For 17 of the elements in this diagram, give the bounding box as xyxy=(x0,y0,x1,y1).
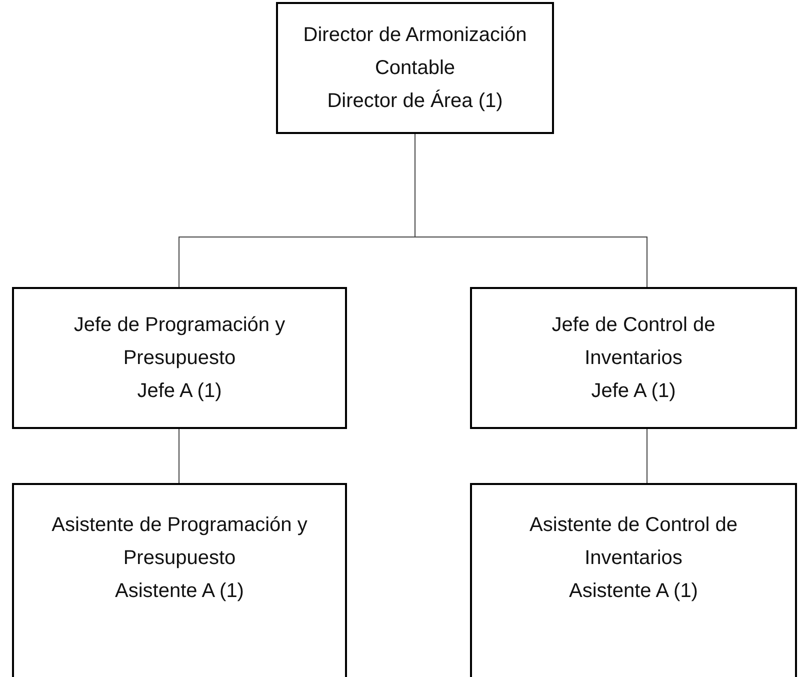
position-title: Director de Armonización Contable xyxy=(302,22,528,80)
position-box xyxy=(12,287,347,429)
position-box xyxy=(470,483,797,677)
position-title: Jefe de Control de Inventarios xyxy=(550,312,716,370)
position-title: Jefe de Programación y Presupuesto xyxy=(72,312,286,370)
position-box xyxy=(470,287,797,429)
position-level: Asistente A (1) xyxy=(569,579,698,604)
position-level: Director de Área (1) xyxy=(327,88,503,114)
connector-line xyxy=(646,428,648,484)
position-title: Asistente de Control de Inventarios xyxy=(528,513,738,571)
position-level: Jefe A (1) xyxy=(137,378,222,404)
position-box xyxy=(12,483,347,677)
position-level: Asistente A (1) xyxy=(115,579,244,604)
position-title: Asistente de Programación y Presupuesto xyxy=(50,513,308,571)
position-box xyxy=(276,2,554,134)
position-level: Jefe A (1) xyxy=(591,378,676,404)
connector-line xyxy=(178,428,180,484)
